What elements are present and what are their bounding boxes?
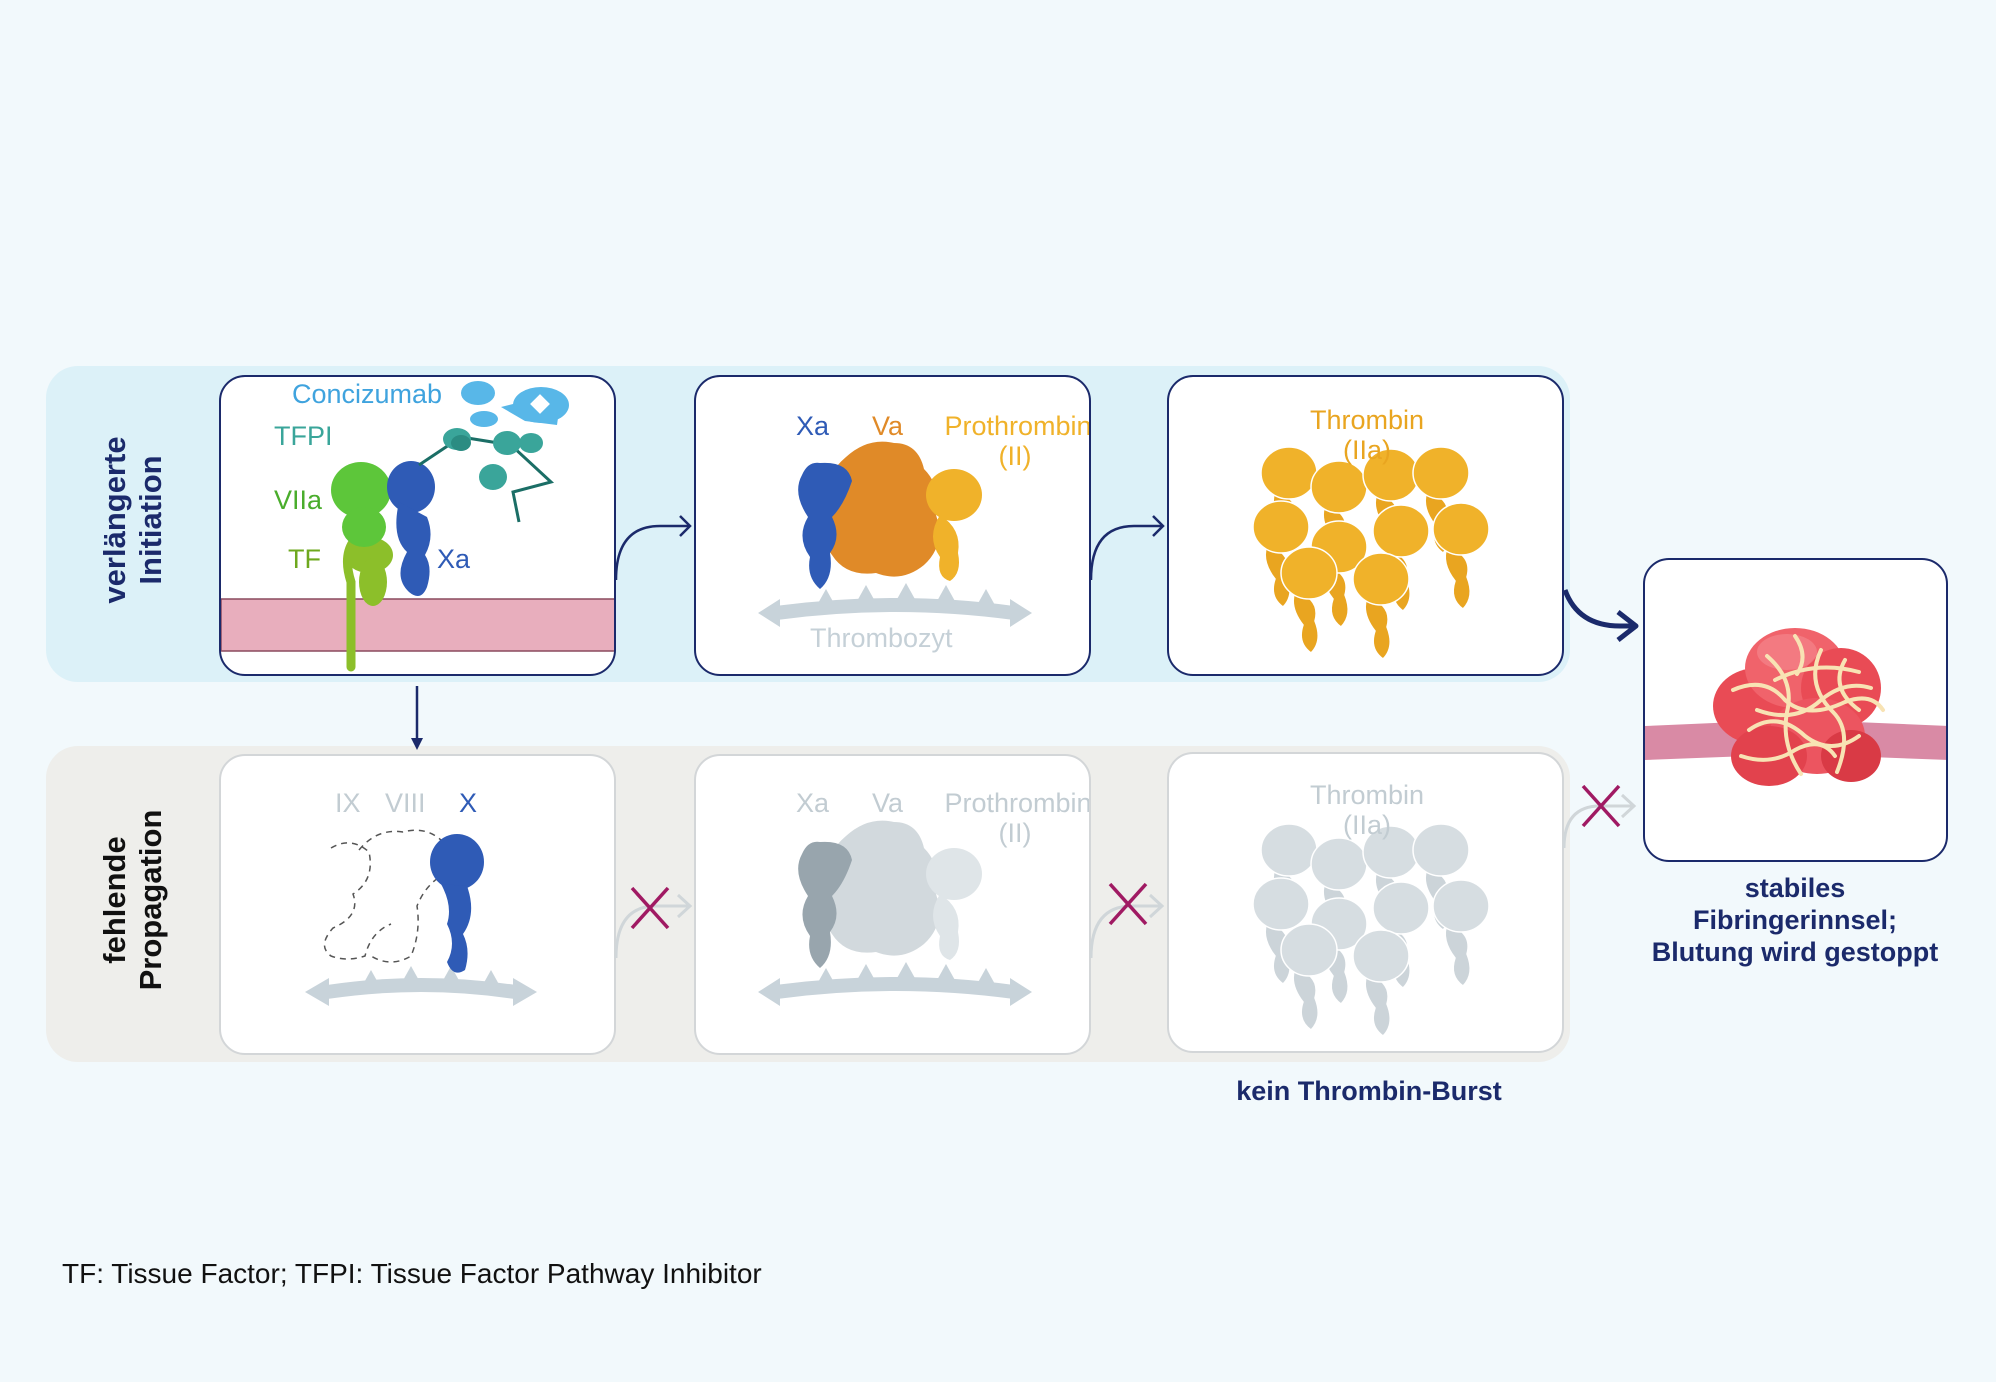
tf-body bbox=[359, 558, 387, 606]
factor-x-head bbox=[430, 834, 484, 890]
prothrombin-head-faded bbox=[926, 848, 982, 900]
label-va: Va bbox=[872, 411, 904, 441]
fibrin-strands bbox=[1731, 634, 1885, 776]
arrow-down-head bbox=[411, 738, 423, 750]
panel-prothrombinase: Xa Va Prothrombin (II) Thrombozyt bbox=[694, 375, 1091, 676]
outcome-line3: Blutung wird gestoppt bbox=[1651, 937, 1939, 967]
platelet-spikes bbox=[361, 966, 501, 988]
blocked-markers bbox=[630, 784, 1621, 930]
label-xa: Xa bbox=[437, 544, 471, 574]
platelet-spikes bbox=[816, 962, 996, 986]
label-thrombin-sub: (IIa) bbox=[1342, 435, 1391, 465]
platelet-left-tip bbox=[758, 599, 780, 627]
prothrombinase-inactive-illustration bbox=[758, 820, 1032, 1006]
label-prothrombin-name: Prothrombin bbox=[944, 411, 1091, 441]
thrombin-molecule bbox=[1280, 546, 1338, 654]
panel-tenase-missing: IX VIII X bbox=[219, 754, 616, 1055]
xa-head bbox=[387, 461, 435, 513]
label-thrombin: Thrombin (IIa) bbox=[1267, 780, 1467, 840]
platelet-left-tip bbox=[305, 978, 329, 1006]
thrombin-molecule bbox=[1432, 502, 1490, 610]
missing-ix-outline bbox=[323, 842, 392, 960]
label-viii: VIII bbox=[385, 788, 426, 818]
label-prothrombin: Prothrombin (II) bbox=[918, 411, 1091, 471]
outcome-text: stabiles Fibringerinnsel; Blutung wird g… bbox=[1632, 872, 1958, 968]
label-thrombozyt: Thrombozyt bbox=[810, 623, 953, 653]
label-prothrombin-name: Prothrombin bbox=[944, 788, 1091, 818]
arrow-to-clot bbox=[1562, 589, 1632, 629]
prothrombin-tail-faded bbox=[933, 894, 959, 960]
panel-prothrombinase-inactive: Xa Va Prothrombin (II) bbox=[694, 754, 1091, 1055]
label-ix: IX bbox=[335, 788, 361, 818]
footnote: TF: Tissue Factor; TFPI: Tissue Factor P… bbox=[62, 1258, 762, 1289]
arrow-initiation-2 bbox=[1089, 524, 1163, 581]
arrow-initiation-2-head bbox=[1152, 515, 1165, 537]
label-thrombin: Thrombin (IIa) bbox=[1267, 405, 1467, 465]
concizumab-antibody bbox=[461, 381, 569, 427]
panel-initiation-complex: Concizumab TFPI VIIa TF Xa bbox=[219, 375, 616, 676]
label-thrombin-name: Thrombin bbox=[1309, 405, 1425, 435]
xa-protein-faded bbox=[798, 841, 852, 968]
label-tf: TF bbox=[288, 544, 321, 574]
arrow-to-clot-head bbox=[1616, 610, 1639, 642]
label-prothrombin: Prothrombin (II) bbox=[918, 788, 1091, 848]
arrow-initiation-1 bbox=[614, 524, 690, 581]
platelet-surface bbox=[775, 977, 1015, 999]
viia-head bbox=[331, 462, 391, 518]
outcome-line1: stabiles bbox=[1744, 873, 1846, 903]
vessel-wall-left bbox=[1645, 722, 1751, 760]
no-thrombin-burst-label: kein Thrombin-Burst bbox=[1236, 1076, 1502, 1106]
panel-fibrin-clot bbox=[1643, 558, 1948, 862]
platelet-right-tip bbox=[1010, 599, 1032, 627]
xa-tail bbox=[396, 502, 431, 596]
label-concizumab: Concizumab bbox=[292, 379, 443, 409]
label-tfpi: TFPI bbox=[274, 421, 333, 451]
missing-viii-outline bbox=[358, 829, 447, 963]
platelet-surface bbox=[775, 598, 1015, 620]
platelet-left-tip bbox=[758, 978, 780, 1006]
label-x: X bbox=[459, 788, 478, 818]
tfpi-chain bbox=[418, 428, 555, 523]
prothrombin-head bbox=[926, 469, 982, 521]
initiation-complex-illustration bbox=[221, 381, 614, 672]
red-blood-cells bbox=[1713, 628, 1881, 786]
thrombin-molecule bbox=[1352, 929, 1410, 1037]
panel-thrombin: Thrombin (IIa) bbox=[1167, 375, 1564, 676]
xa-protein bbox=[798, 462, 852, 589]
outcome-line2: Fibringerinnsel; bbox=[1692, 905, 1898, 935]
label-viia: VIIa bbox=[274, 485, 323, 515]
arrow-initiation-1-head bbox=[679, 515, 692, 537]
thrombin-cluster bbox=[1252, 446, 1490, 660]
label-xa: Xa bbox=[796, 411, 830, 441]
label-va: Va bbox=[872, 788, 904, 818]
label-thrombin-name: Thrombin bbox=[1309, 780, 1425, 810]
thrombin-molecule bbox=[1280, 923, 1338, 1031]
prothrombin-tail bbox=[933, 515, 959, 581]
tenase-illustration bbox=[305, 829, 537, 1006]
factor-x-tail bbox=[441, 884, 472, 973]
thrombin-molecule bbox=[1432, 879, 1490, 987]
label-xa: Xa bbox=[796, 788, 830, 818]
propagation-arrows bbox=[614, 793, 1637, 959]
label-thrombin-sub: (IIa) bbox=[1342, 810, 1391, 840]
platelet-spikes bbox=[816, 583, 996, 607]
thrombin-cluster-faded bbox=[1252, 823, 1490, 1037]
prothrombinase-illustration bbox=[758, 441, 1032, 627]
platelet-right-tip bbox=[513, 978, 537, 1006]
viia-body bbox=[342, 507, 386, 547]
label-prothrombin-sub: (II) bbox=[998, 441, 1032, 471]
platelet-right-tip bbox=[1010, 978, 1032, 1006]
platelet-surface bbox=[325, 978, 517, 999]
label-prothrombin-sub: (II) bbox=[998, 818, 1032, 848]
panel-thrombin-inactive: Thrombin (IIa) bbox=[1167, 752, 1564, 1053]
fibrin-clot-illustration bbox=[1645, 628, 1946, 786]
cell-membrane bbox=[221, 598, 614, 652]
thrombin-molecule bbox=[1352, 552, 1410, 660]
initiation-arrows bbox=[415, 515, 1165, 743]
